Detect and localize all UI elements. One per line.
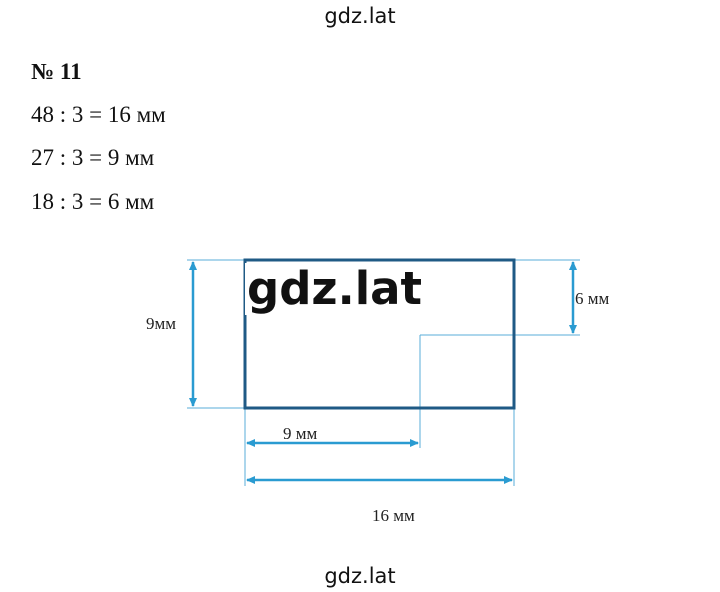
watermark-top: gdz.lat: [324, 4, 396, 28]
guide-lines: [187, 259, 580, 486]
calc-line-2: 27 : 3 = 9 мм: [31, 145, 155, 170]
label-height-6mm: 6 мм: [575, 289, 610, 308]
label-width-16mm: 16 мм: [372, 506, 415, 525]
calc-line-1: 48 : 3 = 16 мм: [31, 102, 166, 127]
task-number: № 11: [31, 59, 82, 84]
watermark-bottom: gdz.lat: [324, 564, 396, 588]
calc-line-3: 18 : 3 = 6 мм: [31, 189, 155, 214]
label-width-9mm: 9 мм: [283, 424, 318, 443]
main-rectangle: [243, 258, 516, 410]
watermark-overlay: gdz.lat: [245, 262, 425, 315]
label-height-9mm: 9мм: [146, 314, 177, 333]
